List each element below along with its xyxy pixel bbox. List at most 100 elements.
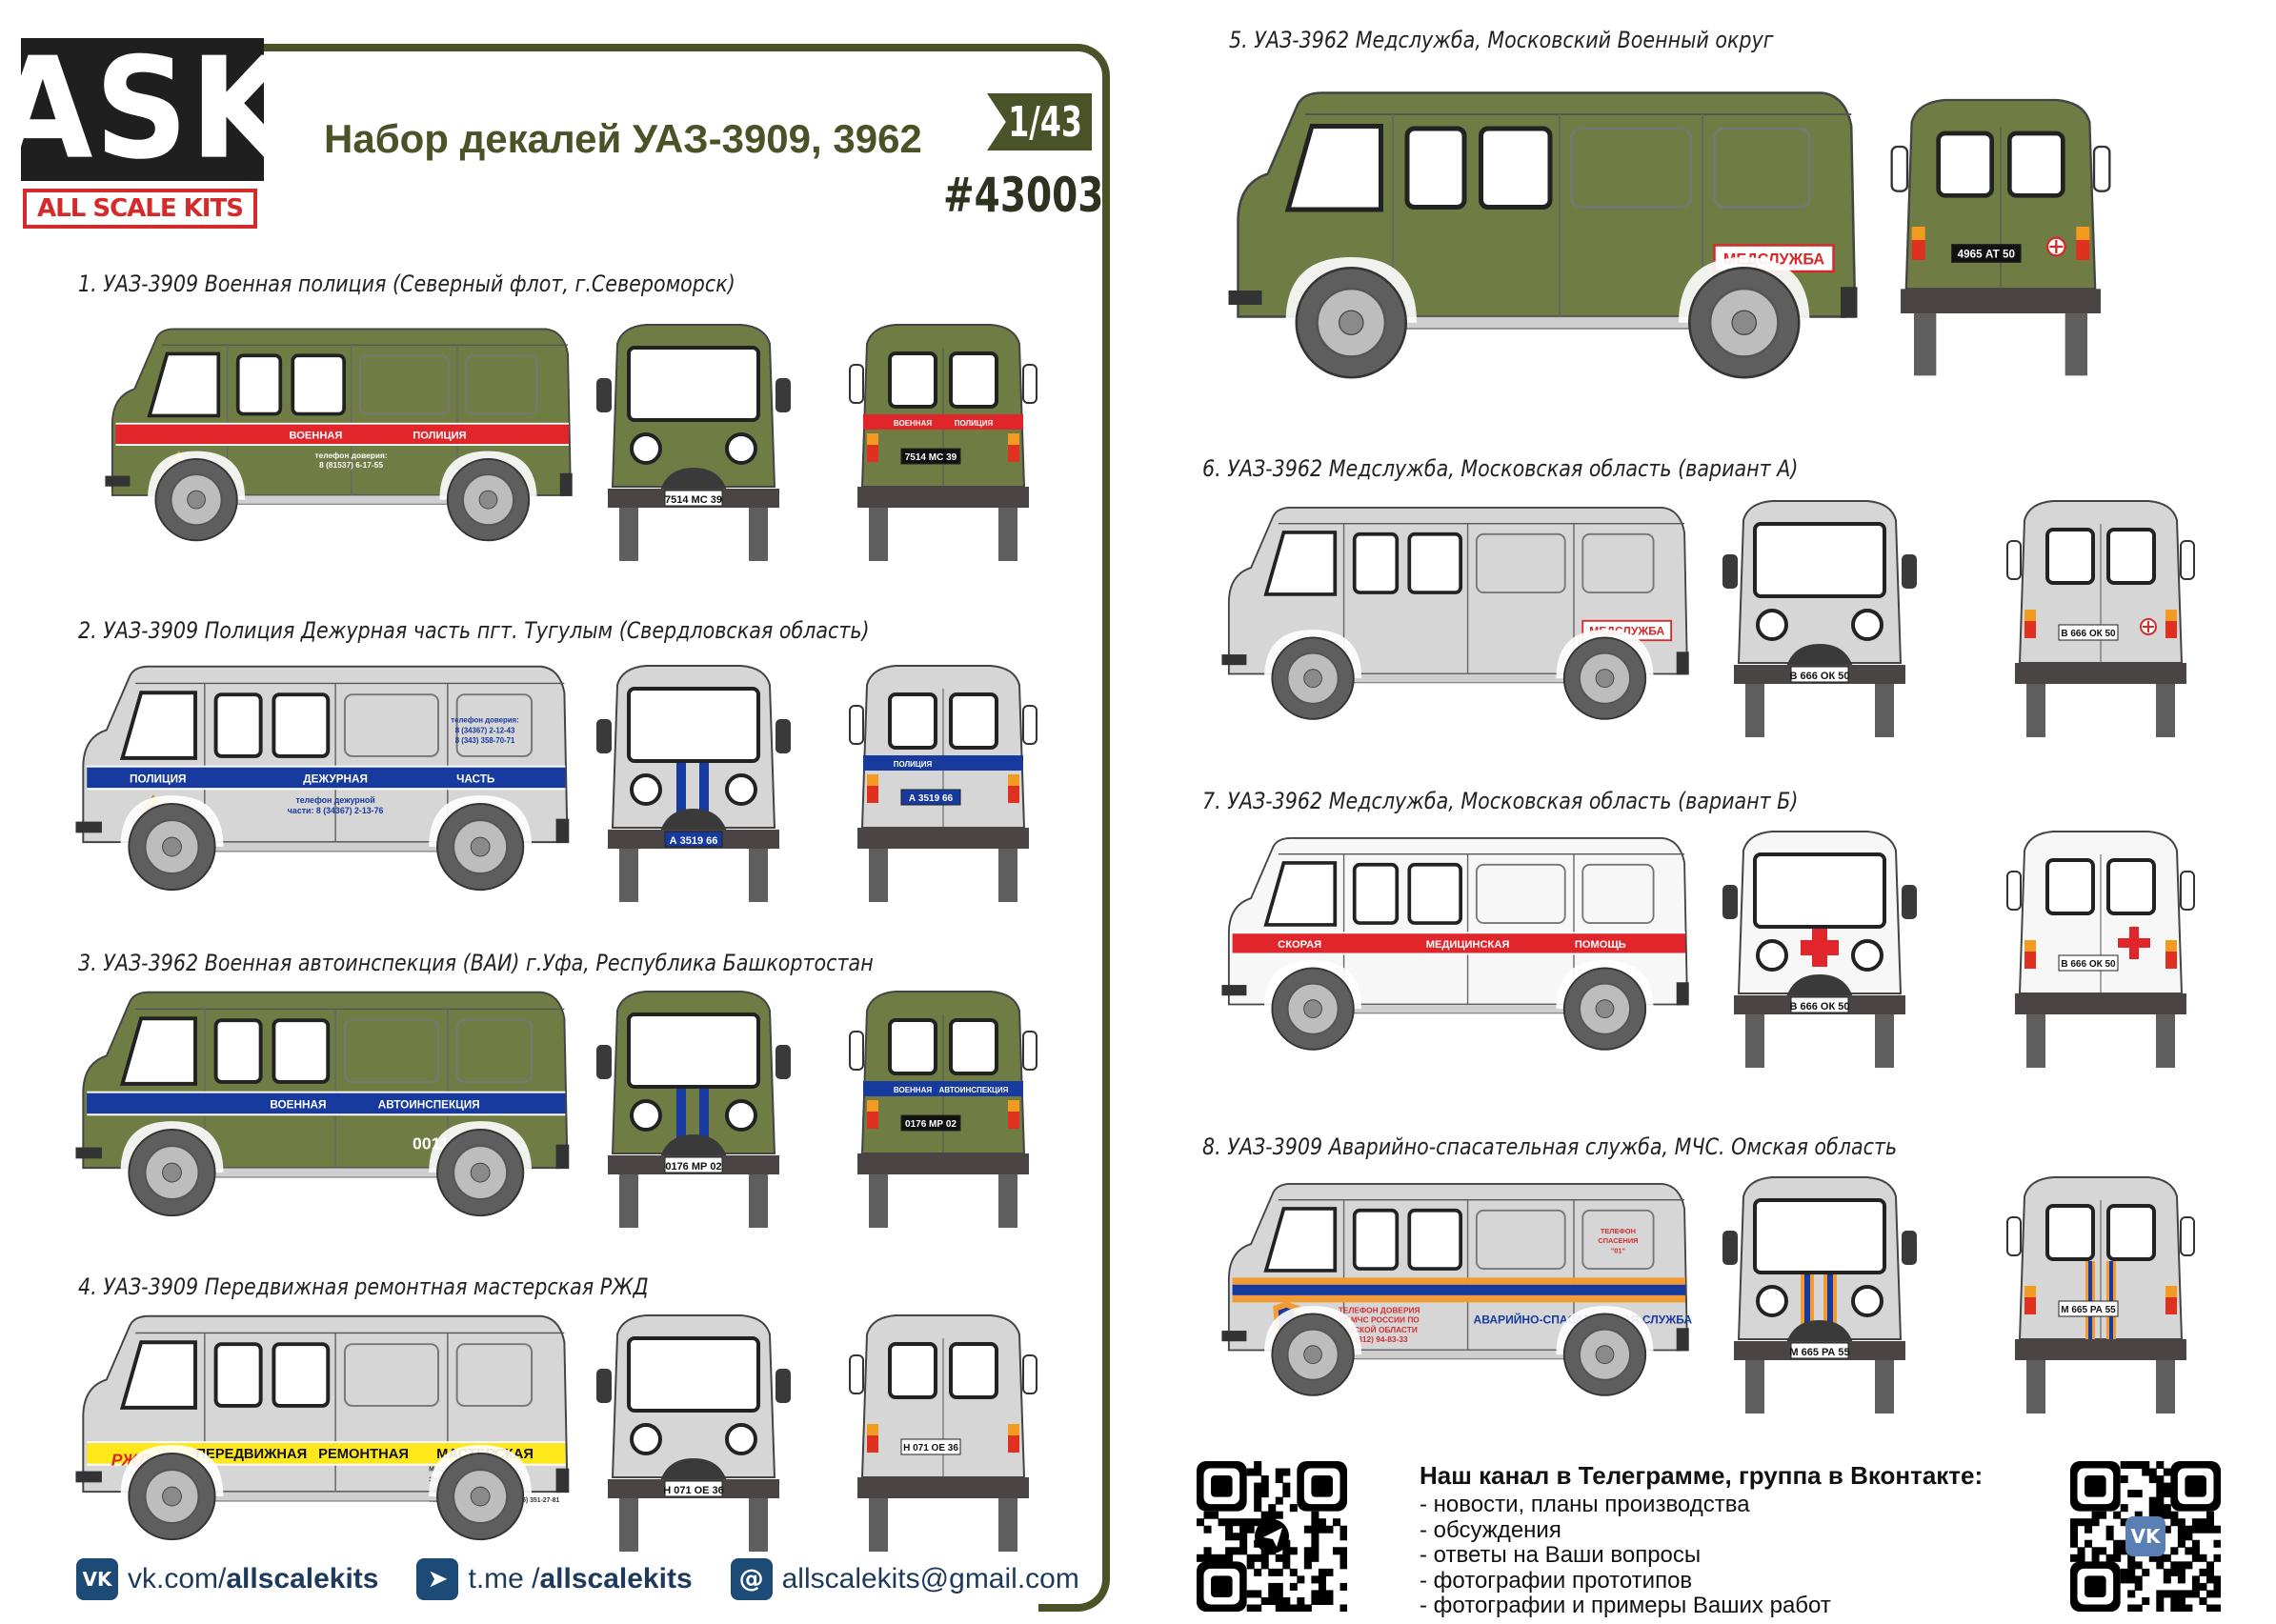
svg-text:ДЕЖУРНАЯ: ДЕЖУРНАЯ bbox=[303, 772, 368, 785]
telegram-prefix: t.me / bbox=[468, 1563, 540, 1594]
svg-text:0176 МР 02: 0176 МР 02 bbox=[905, 1119, 957, 1130]
telegram-handle: allscalekits bbox=[539, 1563, 693, 1594]
sheet-title: Набор декалей УАЗ-3909, 3962 bbox=[324, 116, 922, 161]
vehicle-2-title: 2. УАЗ-3909 Полиция Дежурная часть пгт. … bbox=[78, 617, 870, 644]
svg-text:части: 8 (34367) 2-13-76: части: 8 (34367) 2-13-76 bbox=[288, 806, 384, 815]
svg-text:8 (81537) 6-17-55: 8 (81537) 6-17-55 bbox=[319, 460, 383, 470]
email-icon: @ bbox=[730, 1558, 773, 1600]
svg-text:М 665 РА 55: М 665 РА 55 bbox=[2061, 1305, 2116, 1315]
svg-text:М 665 РА 55: М 665 РА 55 bbox=[1789, 1347, 1849, 1358]
svg-text:СПАСЕНИЯ: СПАСЕНИЯ bbox=[1598, 1236, 1638, 1245]
svg-text:В 666 ОК 50: В 666 ОК 50 bbox=[1790, 1001, 1850, 1012]
svg-text:ВОЕННАЯ: ВОЕННАЯ bbox=[894, 1086, 932, 1094]
telegram-link[interactable]: ➤ t.me /allscalekits bbox=[416, 1558, 693, 1600]
logo-main-text: ASK bbox=[0, 28, 292, 191]
svg-text:0176 МР 02: 0176 МР 02 bbox=[665, 1161, 721, 1173]
vehicle-1-side-view: ВОЕННАЯ ПОЛИЦИЯ телефон доверия:8 (81537) … bbox=[86, 314, 581, 557]
vehicle-7-side-view: СКОРАЯ МЕДИЦИНСКАЯ ПОМОЩЬ bbox=[1202, 821, 1698, 1069]
vehicle-4-front-view: Н 071 ОЕ 36 bbox=[579, 1305, 808, 1559]
vehicle-8-title: 8. УАЗ-3909 Аварийно-спасательная служба… bbox=[1202, 1133, 1898, 1160]
telegram-qr-code[interactable] bbox=[1197, 1461, 1347, 1612]
vk-icon: VK bbox=[76, 1558, 118, 1600]
scale-badge: 1/43 bbox=[987, 93, 1092, 150]
svg-text:АВТОИНСПЕКЦИЯ: АВТОИНСПЕКЦИЯ bbox=[939, 1086, 1009, 1094]
vehicle-8-front-view: М 665 РА 55 bbox=[1705, 1167, 1934, 1421]
svg-text:(3812) 94-83-33: (3812) 94-83-33 bbox=[1351, 1334, 1408, 1344]
vk-prefix: vk.com/ bbox=[128, 1563, 227, 1594]
logo-sub-text: ALL SCALE KITS bbox=[37, 194, 244, 223]
svg-text:РЕМОНТНАЯ: РЕМОНТНАЯ bbox=[318, 1447, 409, 1462]
promo-line: - ответы на Ваши вопросы bbox=[1420, 1542, 1702, 1568]
vehicle-7-rear-view: В 666 ОК 50 bbox=[1986, 821, 2215, 1075]
vehicle-4-rear-view: Н 071 ОЕ 36 bbox=[829, 1305, 1057, 1559]
svg-text:7514 МС 39: 7514 МС 39 bbox=[905, 452, 957, 463]
svg-text:ПОЛИЦИЯ: ПОЛИЦИЯ bbox=[130, 772, 186, 785]
svg-text:телефон дежурной: телефон дежурной bbox=[295, 795, 374, 805]
vk-qr-code[interactable]: VK bbox=[2070, 1461, 2221, 1612]
svg-text:ПОЛИЦИЯ: ПОЛИЦИЯ bbox=[894, 760, 933, 769]
svg-text:7514 МС 39: 7514 МС 39 bbox=[665, 494, 722, 506]
contact-links: VK vk.com/allscalekits ➤ t.me /allscalek… bbox=[76, 1558, 1079, 1600]
svg-text:телефон доверия:: телефон доверия: bbox=[451, 716, 518, 725]
svg-text:VK: VK bbox=[2131, 1525, 2162, 1548]
vehicle-2-rear-view: ПОЛИЦИЯ А 3519 66 bbox=[829, 655, 1057, 910]
promo-heading: Наш канал в Телеграмме, группа в Вконтак… bbox=[1420, 1461, 1984, 1490]
promo-line: - обсуждения bbox=[1420, 1516, 1561, 1543]
vehicle-1-title: 1. УАЗ-3909 Военная полиция (Северный фл… bbox=[78, 271, 735, 297]
email-link[interactable]: @ allscalekits@gmail.com bbox=[730, 1558, 1079, 1600]
frame-footer-gap bbox=[38, 1562, 1038, 1619]
svg-text:ЧАСТЬ: ЧАСТЬ bbox=[456, 772, 495, 785]
svg-text:АВТОИНСПЕКЦИЯ: АВТОИНСПЕКЦИЯ bbox=[378, 1098, 480, 1111]
email-address: allscalekits@gmail.com bbox=[781, 1563, 1079, 1594]
vehicle-8-rear-view: М 665 РА 55 bbox=[1986, 1167, 2215, 1421]
vehicle-5-side-view: МЕДСЛУЖБА bbox=[1202, 76, 1869, 395]
svg-text:В 666 ОК 50: В 666 ОК 50 bbox=[1790, 671, 1850, 682]
logo-sub-box: ALL SCALE KITS bbox=[23, 189, 257, 229]
svg-text:ПОМОЩЬ: ПОМОЩЬ bbox=[1575, 939, 1626, 951]
svg-text:ТЕЛЕФОН ДОВЕРИЯ: ТЕЛЕФОН ДОВЕРИЯ bbox=[1339, 1306, 1420, 1315]
vehicle-3-rear-view: ВОЕННАЯ АВТОИНСПЕКЦИЯ 0176 МР 02 bbox=[829, 981, 1057, 1235]
vk-link[interactable]: VK vk.com/allscalekits bbox=[76, 1558, 378, 1600]
svg-text:Н 071 ОЕ 36: Н 071 ОЕ 36 bbox=[663, 1485, 724, 1496]
svg-text:ВОЕННАЯ: ВОЕННАЯ bbox=[270, 1098, 326, 1111]
svg-text:В 666 ОК 50: В 666 ОК 50 bbox=[2061, 959, 2116, 970]
svg-text:А 3519 66: А 3519 66 bbox=[909, 793, 954, 804]
vehicle-3-side-view: ВОЕННАЯАВТОИНСПЕКЦИЯ0011-147 bbox=[52, 981, 581, 1229]
vehicle-6-title: 6. УАЗ-3962 Медслужба, Московская област… bbox=[1202, 455, 1799, 482]
svg-text:Н 071 ОЕ 36: Н 071 ОЕ 36 bbox=[903, 1443, 958, 1454]
vehicle-3-title: 3. УАЗ-3962 Военная автоинспекция (ВАИ) … bbox=[78, 950, 874, 976]
kit-number: #43003 bbox=[943, 168, 1104, 223]
svg-text:8 (34367) 2-12-43: 8 (34367) 2-12-43 bbox=[455, 726, 515, 734]
vehicle-7-title: 7. УАЗ-3962 Медслужба, Московская област… bbox=[1202, 788, 1799, 814]
promo-block: Наш канал в Телеграмме, группа в Вконтак… bbox=[1420, 1461, 1983, 1619]
svg-text:ГУ МЧС РОССИИ ПО: ГУ МЧС РОССИИ ПО bbox=[1339, 1315, 1420, 1325]
vehicle-4-title: 4. УАЗ-3909 Передвижная ремонтная мастер… bbox=[78, 1273, 649, 1300]
vehicle-4-side-view: ПЕРЕДВИЖНАЯРЕМОНТНАЯМАСТЕРСКАЯМОСКОВСКИЙ… bbox=[52, 1305, 581, 1553]
svg-text:ВОЕННАЯ: ВОЕННАЯ bbox=[894, 419, 932, 428]
promo-line: - фотографии и примеры Ваших работ bbox=[1420, 1593, 1831, 1618]
telegram-icon: ➤ bbox=[416, 1558, 459, 1600]
promo-line: - новости, планы производства bbox=[1420, 1492, 1750, 1517]
vehicle-6-front-view: В 666 ОК 50 bbox=[1705, 491, 1934, 745]
vehicle-5-title: 5. УАЗ-3962 Медслужба, Московский Военны… bbox=[1229, 27, 1774, 53]
svg-text:телефон доверия:: телефон доверия: bbox=[315, 451, 388, 460]
svg-text:ПОЛИЦИЯ: ПОЛИЦИЯ bbox=[955, 419, 994, 428]
vehicle-5-rear-view: 4965 АТ 50 bbox=[1867, 76, 2134, 395]
vehicle-1-front-view: 7514 МС 39 bbox=[579, 314, 808, 569]
svg-text:ОМСКОЙ ОБЛАСТИ: ОМСКОЙ ОБЛАСТИ bbox=[1341, 1324, 1418, 1334]
svg-text:ПОЛИЦИЯ: ПОЛИЦИЯ bbox=[413, 431, 466, 442]
svg-text:4965 АТ 50: 4965 АТ 50 bbox=[1958, 249, 2015, 261]
vehicle-7-front-view: В 666 ОК 50 bbox=[1705, 821, 1934, 1075]
vehicle-6-rear-view: В 666 ОК 50 bbox=[1986, 491, 2215, 745]
svg-text:МЕДИЦИНСКАЯ: МЕДИЦИНСКАЯ bbox=[1426, 939, 1510, 951]
vk-handle: allscalekits bbox=[226, 1563, 379, 1594]
svg-text:ВОЕННАЯ: ВОЕННАЯ bbox=[289, 431, 342, 442]
svg-text:"01": "01" bbox=[1611, 1246, 1626, 1254]
svg-text:ПЕРЕДВИЖНАЯ: ПЕРЕДВИЖНАЯ bbox=[195, 1447, 307, 1462]
logo-main-box: ASK bbox=[0, 38, 291, 181]
vehicle-2-front-view: А 3519 66 bbox=[579, 655, 808, 910]
scale-text: 1/43 bbox=[1008, 97, 1082, 147]
svg-text:СКОРАЯ: СКОРАЯ bbox=[1278, 939, 1321, 951]
